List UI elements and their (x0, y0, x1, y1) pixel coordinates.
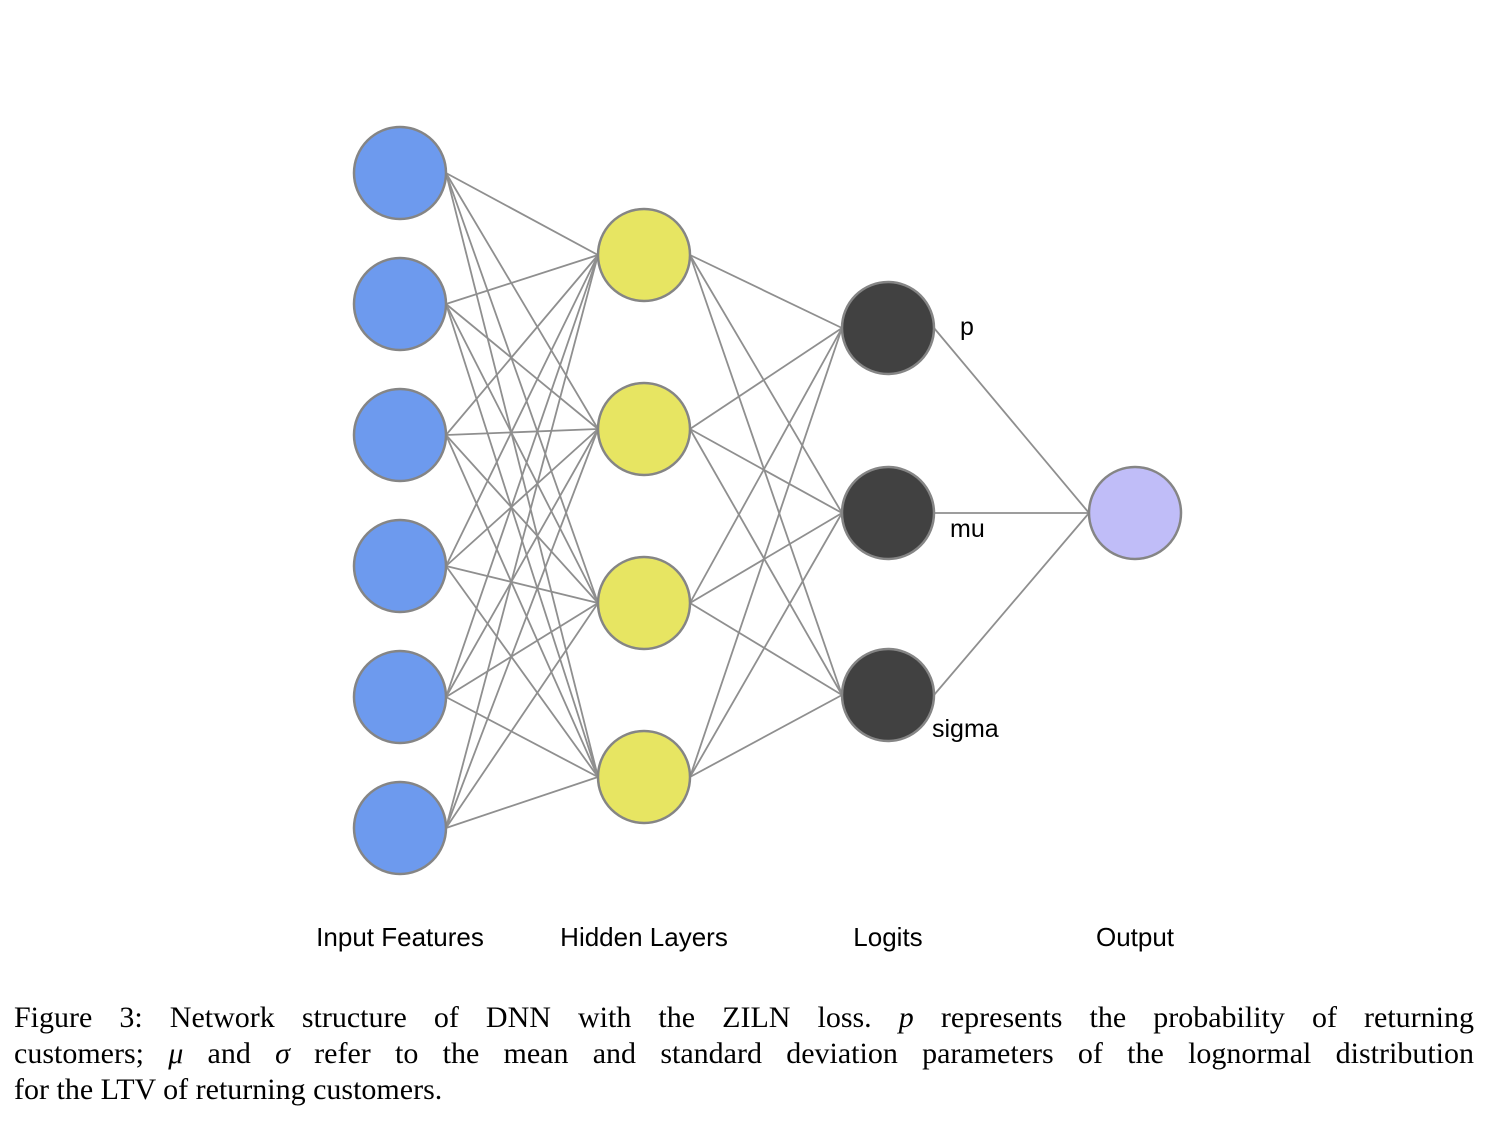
caption-text: customers; (14, 1037, 169, 1070)
input-node-1 (352, 125, 448, 221)
node-label-sigma: sigma (932, 715, 999, 743)
edges-group (445, 172, 1090, 829)
edge-hidden-to-logits (689, 327, 843, 778)
logits-node-p (840, 280, 936, 376)
edge-input-to-hidden (445, 434, 599, 778)
edge-input-to-hidden (445, 565, 599, 604)
input-node-4 (352, 518, 448, 614)
caption-text: for the LTV of returning customers. (14, 1073, 443, 1106)
edge-input-to-hidden (445, 172, 599, 256)
layer-labels-group: Input Features Hidden Layers Logits Output (316, 922, 1175, 952)
edge-hidden-to-logits (689, 428, 843, 514)
caption-line-2: customers; μ and σ refer to the mean and… (14, 1036, 1474, 1072)
caption-text: and (183, 1037, 276, 1070)
edge-input-to-hidden (445, 428, 599, 698)
edge-input-to-hidden (445, 602, 599, 698)
layer-label-hidden: Hidden Layers (560, 922, 728, 952)
edge-input-to-hidden (445, 428, 599, 436)
edge-logits-to-output (933, 512, 1090, 696)
node-label-mu: mu (950, 515, 985, 543)
edge-hidden-to-logits (689, 694, 843, 778)
edge-hidden-to-logits (689, 254, 843, 514)
edge-hidden-to-logits (689, 602, 843, 696)
edge-hidden-to-logits (689, 327, 843, 604)
edge-input-to-hidden (445, 776, 599, 829)
edge-hidden-to-logits (689, 428, 843, 696)
logits-node-mu (840, 465, 936, 561)
node-label-p: p (960, 313, 974, 341)
edge-input-to-hidden (445, 172, 599, 430)
input-node-5 (352, 649, 448, 745)
caption-math-symbol: p (898, 1001, 914, 1034)
edge-input-to-hidden (445, 254, 599, 305)
edge-input-to-hidden (445, 565, 599, 778)
edge-hidden-to-logits (689, 254, 843, 329)
caption-text: Figure 3: Network structure of DNN with … (14, 1001, 899, 1034)
edge-input-to-hidden (445, 254, 599, 567)
caption-math-symbol: σ (275, 1037, 290, 1070)
edge-input-to-hidden (445, 428, 599, 829)
nodes-group (352, 125, 1183, 876)
input-node-6 (352, 780, 448, 876)
caption-line-1: Figure 3: Network structure of DNN with … (14, 1000, 1474, 1036)
output-node-1 (1087, 465, 1183, 561)
edge-input-to-hidden (445, 303, 599, 430)
figure-caption: Figure 3: Network structure of DNN with … (14, 1000, 1474, 1108)
network-diagram-svg: p mu sigma Input Features Hidden Layers Logi… (316, 125, 1183, 952)
edge-hidden-to-logits (689, 512, 843, 778)
input-node-2 (352, 256, 448, 352)
edge-input-to-hidden (445, 434, 599, 604)
layer-label-output: Output (1096, 922, 1175, 952)
edge-input-to-hidden (445, 254, 599, 436)
logits-node-sigma (840, 647, 936, 743)
layer-label-logits: Logits (853, 922, 922, 952)
edge-input-to-hidden (445, 602, 599, 829)
edge-input-to-hidden (445, 428, 599, 567)
edge-hidden-to-logits (689, 512, 843, 604)
edge-hidden-to-logits (689, 327, 843, 430)
edge-input-to-hidden (445, 172, 599, 604)
hidden-node-4 (596, 729, 692, 825)
hidden-node-1 (596, 207, 692, 303)
caption-text: represents the probability of returning (913, 1001, 1474, 1034)
hidden-node-2 (596, 381, 692, 477)
caption-line-3: for the LTV of returning customers. (14, 1072, 1474, 1108)
hidden-node-3 (596, 555, 692, 651)
caption-math-symbol: μ (168, 1037, 184, 1070)
edge-hidden-to-logits (689, 254, 843, 696)
edge-input-to-hidden (445, 254, 599, 829)
edge-input-to-hidden (445, 254, 599, 698)
layer-label-input: Input Features (316, 922, 484, 952)
caption-text: refer to the mean and standard deviation… (289, 1037, 1474, 1070)
edge-input-to-hidden (445, 303, 599, 604)
node-labels-group: p mu sigma (932, 313, 999, 743)
edge-logits-to-output (933, 327, 1090, 514)
edge-input-to-hidden (445, 696, 599, 778)
input-node-3 (352, 387, 448, 483)
